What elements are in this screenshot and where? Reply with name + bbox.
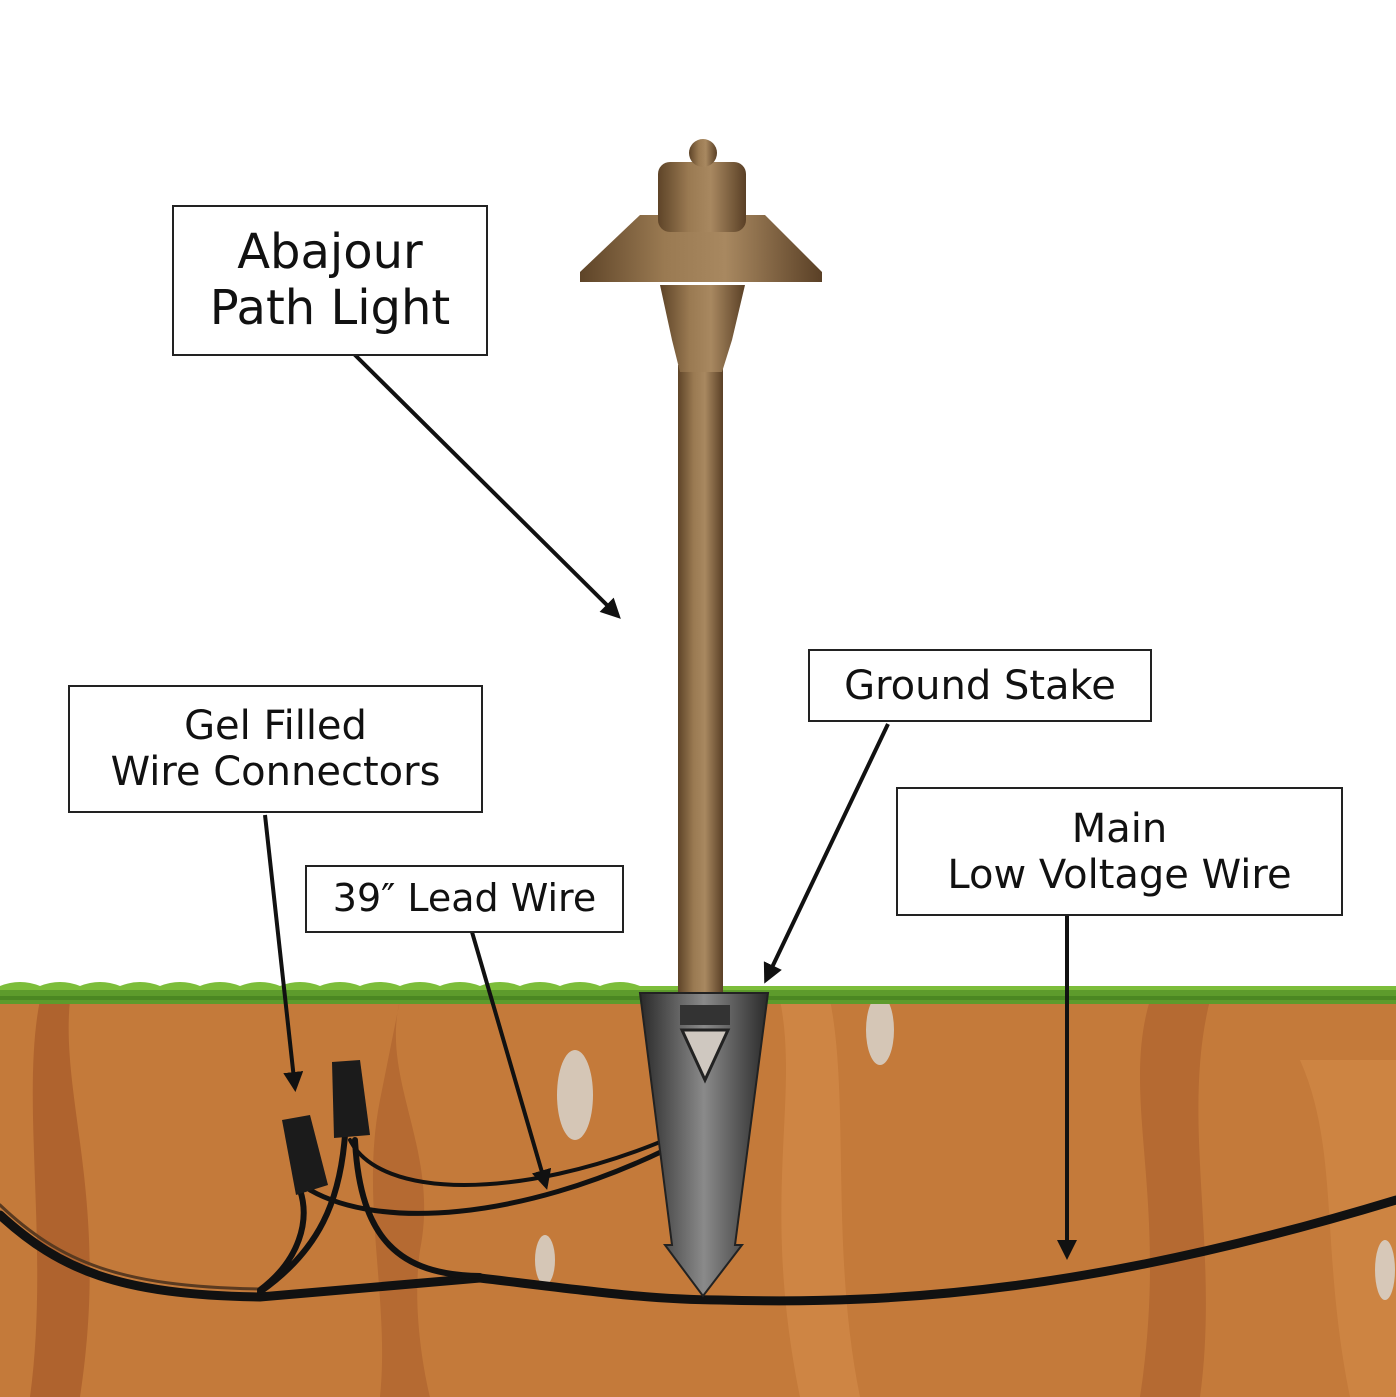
wire-connectors <box>282 1060 370 1195</box>
ground-stake <box>638 992 770 1298</box>
label-line: Abajour <box>237 224 423 281</box>
label-line: Wire Connectors <box>110 749 441 795</box>
label-lead-wire: 39″ Lead Wire <box>305 865 624 933</box>
label-main-wire: Main Low Voltage Wire <box>896 787 1343 916</box>
label-line: Main <box>1071 805 1168 852</box>
wires <box>0 1132 1396 1306</box>
label-line: Low Voltage Wire <box>947 851 1292 898</box>
label-line: 39″ Lead Wire <box>332 876 597 921</box>
label-wire-connectors: Gel Filled Wire Connectors <box>68 685 483 813</box>
lead-wire <box>307 1147 668 1216</box>
arrow-connectors <box>263 814 304 1092</box>
arrow-path-light <box>350 350 621 619</box>
label-path-light: Abajour Path Light <box>172 205 488 356</box>
label-ground-stake: Ground Stake <box>808 649 1152 722</box>
label-line: Path Light <box>209 279 451 336</box>
main-low-voltage-wire <box>0 1195 1396 1306</box>
arrow-lead-wire <box>470 931 552 1190</box>
callout-arrows <box>263 350 1077 1260</box>
label-line: Gel Filled <box>184 703 367 749</box>
arrow-ground-stake <box>763 723 890 984</box>
path-light <box>580 139 822 995</box>
label-line: Ground Stake <box>844 662 1116 709</box>
